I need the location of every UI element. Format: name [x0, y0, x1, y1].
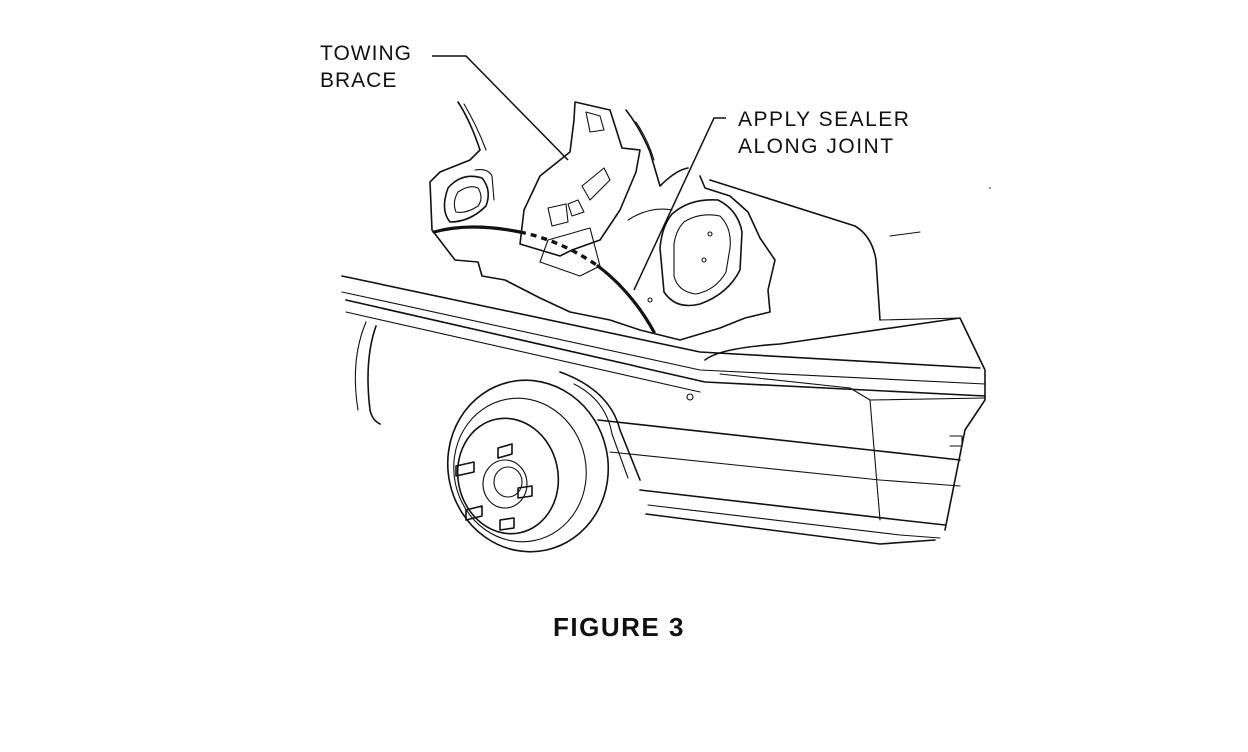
towing-brace-label-line1: TOWING	[320, 42, 412, 65]
sealer-leader	[633, 117, 726, 291]
brake-drum	[446, 379, 610, 553]
sealer-joint	[432, 225, 656, 334]
wheel-opening	[354, 321, 641, 481]
body-side-panel	[341, 179, 986, 545]
apply-sealer-label-line1: APPLY SEALER	[738, 108, 911, 131]
speck	[989, 187, 991, 189]
apply-sealer-label: APPLY SEALER ALONG JOINT	[738, 106, 910, 160]
figure-caption: FIGURE 3	[553, 612, 685, 642]
wheel-studs	[455, 443, 533, 531]
towing-brace-leader	[432, 55, 569, 161]
towing-brace-label: TOWING BRACE	[320, 40, 412, 94]
apply-sealer-label-line2: ALONG JOINT	[738, 135, 895, 158]
towing-brace-label-line2: BRACE	[320, 69, 398, 92]
towing-brace-structure	[429, 101, 776, 341]
